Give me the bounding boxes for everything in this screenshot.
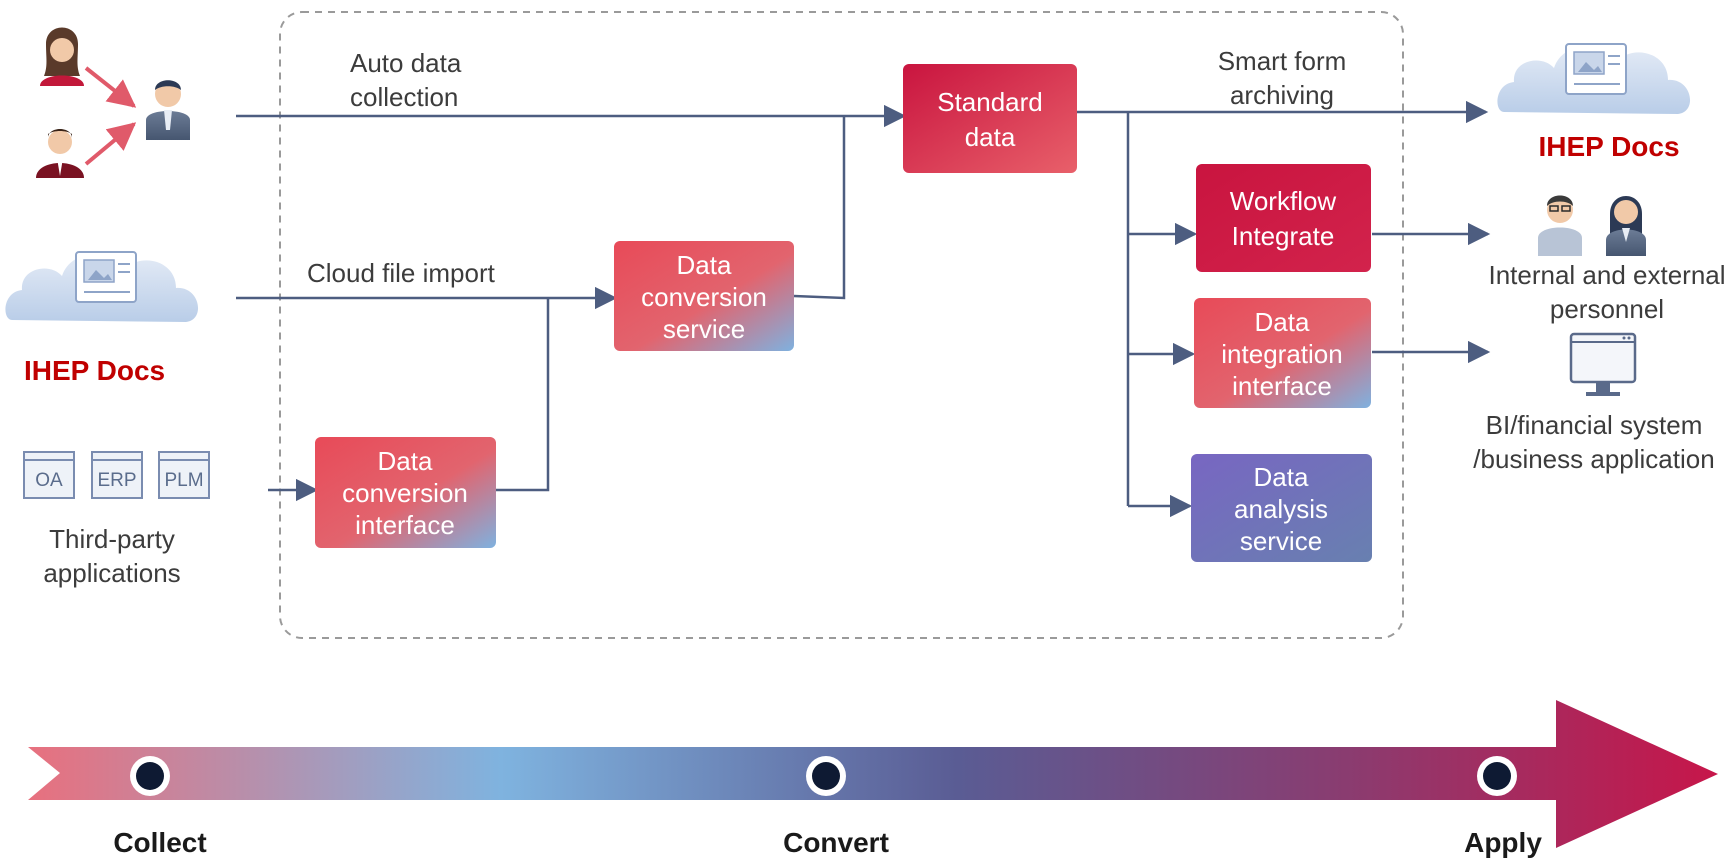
bi-label-line2: /business application bbox=[1473, 444, 1714, 474]
manager-icon bbox=[146, 80, 190, 140]
personnel-label-line2: personnel bbox=[1550, 294, 1664, 324]
man-icon bbox=[36, 129, 84, 178]
collect-stage-marker bbox=[130, 756, 170, 796]
bi-label-line1: BI/financial system bbox=[1486, 410, 1703, 440]
third-party-label-line1: Third-party bbox=[49, 524, 175, 554]
oa-app-label: OA bbox=[35, 470, 63, 491]
conversion-interface-line3: interface bbox=[355, 510, 455, 540]
apply-stage-marker bbox=[1477, 756, 1517, 796]
integration-interface-line3: interface bbox=[1232, 371, 1332, 401]
convert-stage-marker bbox=[806, 756, 846, 796]
integration-interface-line1: Data bbox=[1255, 307, 1310, 337]
staff-female-icon bbox=[1606, 196, 1646, 256]
staff-male-icon bbox=[1538, 195, 1582, 256]
standard-data-line2: data bbox=[965, 122, 1016, 152]
erp-app-label: ERP bbox=[97, 470, 136, 491]
cloud-import-label: Cloud file import bbox=[307, 258, 496, 288]
personnel-label-line1: Internal and external bbox=[1488, 260, 1725, 290]
conversion-service-line3: service bbox=[663, 314, 745, 344]
man-to-manager-arrow bbox=[84, 122, 137, 166]
woman-icon bbox=[40, 27, 84, 86]
cloud-docs-icon bbox=[5, 251, 199, 322]
data-integration-interface-box: Data integration interface bbox=[1194, 298, 1371, 408]
interface-to-service-connector bbox=[496, 298, 550, 492]
smart-form-label-line1: Smart form bbox=[1218, 46, 1347, 76]
third-party-label-line2: applications bbox=[43, 558, 180, 588]
workflow-line1: Workflow bbox=[1230, 186, 1337, 216]
standard-data-line1: Standard bbox=[937, 87, 1043, 117]
auto-collection-label-line2: collection bbox=[350, 82, 458, 112]
analysis-service-line2: analysis bbox=[1234, 494, 1328, 524]
analysis-service-line3: service bbox=[1240, 526, 1322, 556]
smart-form-label-line2: archiving bbox=[1230, 80, 1334, 110]
service-to-standard-connector bbox=[793, 116, 846, 300]
plm-app-icon: PLM bbox=[158, 451, 210, 499]
stage-collect-label: Collect bbox=[113, 827, 206, 858]
monitor-icon bbox=[1569, 332, 1637, 396]
ihep-docs-right-label: IHEP Docs bbox=[1538, 131, 1679, 162]
conversion-service-line2: conversion bbox=[641, 282, 767, 312]
workflow-integrate-box: Workflow Integrate bbox=[1196, 164, 1371, 272]
plm-app-label: PLM bbox=[164, 470, 203, 491]
data-conversion-service-box: Data conversion service bbox=[614, 241, 794, 351]
auto-collection-label-line1: Auto data bbox=[350, 48, 462, 78]
analysis-service-line1: Data bbox=[1254, 462, 1309, 492]
workflow-line2: Integrate bbox=[1232, 221, 1335, 251]
data-conversion-interface-box: Data conversion interface bbox=[315, 437, 496, 548]
stage-convert-label: Convert bbox=[783, 827, 889, 858]
conversion-interface-line1: Data bbox=[378, 446, 433, 476]
oa-app-icon: OA bbox=[23, 451, 75, 499]
cloud-docs-icon bbox=[1497, 43, 1691, 114]
conversion-service-line1: Data bbox=[677, 250, 732, 280]
woman-to-manager-arrow bbox=[84, 66, 137, 108]
ihep-docs-left-label: IHEP Docs bbox=[24, 355, 165, 386]
process-timeline-arrow bbox=[28, 700, 1718, 848]
conversion-interface-line2: conversion bbox=[342, 478, 468, 508]
stage-apply-label: Apply bbox=[1464, 827, 1542, 858]
erp-app-icon: ERP bbox=[91, 451, 143, 499]
standard-data-box: Standard data bbox=[903, 64, 1077, 173]
data-analysis-service-box: Data analysis service bbox=[1191, 454, 1372, 562]
integration-interface-line2: integration bbox=[1221, 339, 1342, 369]
process-boundary bbox=[279, 11, 1404, 639]
